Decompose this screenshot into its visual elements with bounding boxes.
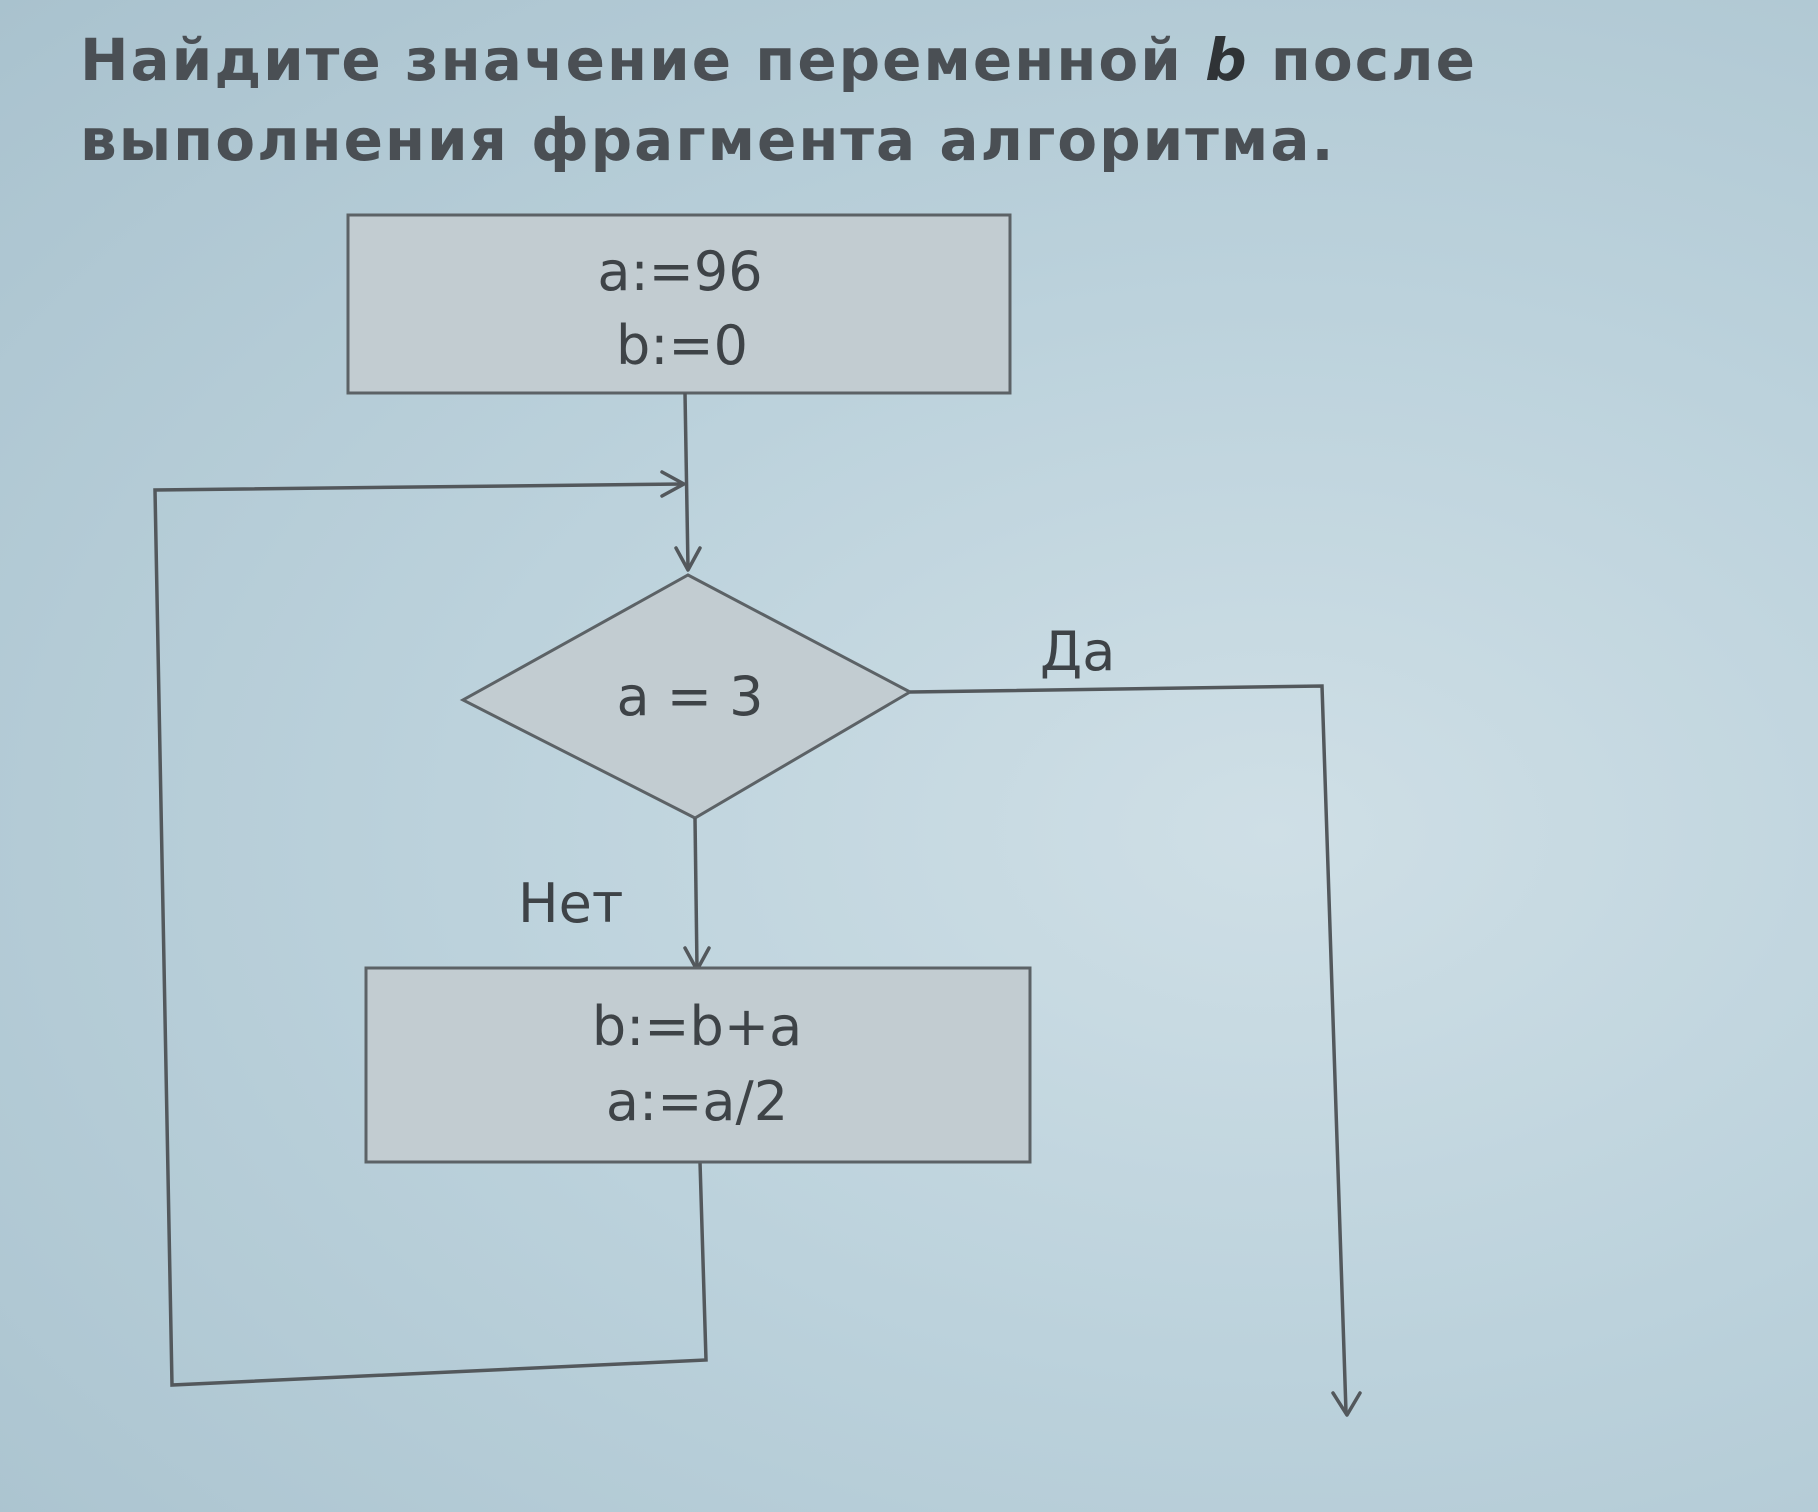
no-branch-line	[693, 817, 699, 969]
question-text-after: после выполнения фрагмента алгоритма.	[80, 26, 1477, 174]
condition-text: a = 3	[616, 665, 763, 728]
decision-diamond: a = 3	[459, 573, 914, 820]
body-line-b: b:=b+a	[592, 995, 802, 1058]
loop-back-arrowhead	[660, 470, 686, 498]
question-text: Найдите значение переменной b после выпо…	[80, 20, 1780, 180]
question-text-before: Найдите значение переменной	[80, 26, 1206, 94]
yes-branch-line	[909, 684, 1348, 1413]
arrowhead-to-decision	[674, 546, 702, 572]
body-block-rect	[364, 966, 1032, 1164]
no-label: Нет	[518, 872, 623, 935]
init-line-a: a:=96	[597, 240, 762, 303]
body-block: b:=b+a a:=a/2	[364, 966, 1032, 1164]
loop-back-line	[153, 482, 708, 1387]
init-line-b: b:=0	[616, 314, 748, 377]
connector-init-to-decision	[683, 392, 690, 569]
yes-label: Да	[1040, 620, 1115, 683]
body-line-a: a:=a/2	[606, 1070, 788, 1133]
yes-branch-arrowhead	[1331, 1391, 1362, 1417]
question-variable: b	[1205, 26, 1249, 94]
init-block: a:=96 b:=0	[346, 213, 1012, 395]
init-block-rect	[346, 213, 1012, 395]
